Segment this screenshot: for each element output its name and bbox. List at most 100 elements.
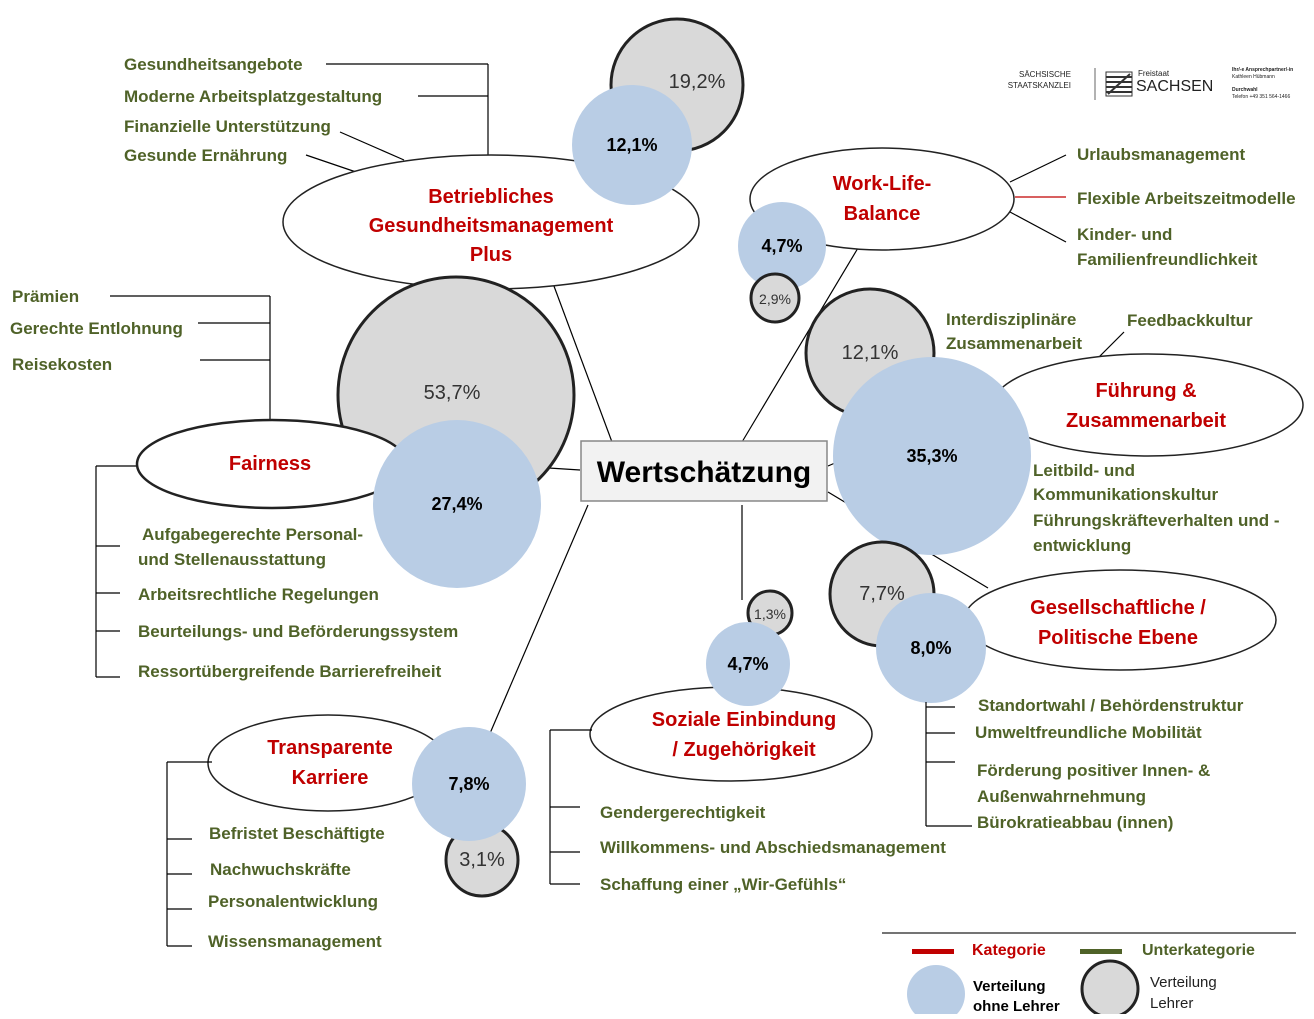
sozial-nonteacher-pct: 4,7% [727,654,768,674]
wlb-nonteacher-circle [738,202,826,290]
bgm-teacher-pct: 19,2% [669,71,726,93]
category-gesell: Gesellschaftliche / Politische Ebene 7,7… [828,540,1277,832]
fuehrung-sub-label: Leitbild- und [1033,461,1135,480]
wlb-sub-label: Familienfreundlichkeit [1077,250,1258,269]
wlb-category-line: Work-Life- [833,173,932,195]
gesell-sub-label: Außenwahrnehmung [977,787,1146,806]
logo-block: SÄCHSISCHE STAATSKANZLEI Freistaat SACHS… [1008,67,1293,100]
sozial-sub-connectors [549,729,592,885]
karriere-nonteacher-pct: 7,8% [448,774,489,794]
bgm-sub-label: Finanzielle Unterstützung [124,117,331,136]
fuehrung-sub-label: Feedbackkultur [1127,311,1253,330]
legend: Kategorie Unterkategorie Verteilung ohne… [882,932,1296,1019]
fuehrung-sub-label: entwicklung [1033,536,1131,555]
fuehrung-sub-label: Kommunikationskultur [1033,485,1219,504]
fuehrung-teacher-pct: 12,1% [842,342,899,364]
logo-text: Telefon +49 351 564-1466 [1232,94,1290,100]
fairness-sub-connectors [95,295,271,678]
fuehrung-category-line: Führung & [1095,380,1196,402]
karriere-teacher-pct: 3,1% [459,849,505,871]
logo-text: Freistaat [1138,69,1170,78]
karriere-sub-label: Befristet Beschäftigte [209,824,385,843]
saxony-coat-of-arms-icon [1105,71,1133,97]
legend-blue-circle [907,965,965,1019]
fairness-sub-label: Prämien [12,287,79,306]
fuehrung-category-line: Zusammenarbeit [1066,410,1226,432]
legend-category-swatch [912,949,954,954]
legend-grey-circle [1080,959,1140,1019]
sozial-category-line: / Zugehörigkeit [672,739,816,761]
karriere-sub-label: Wissensmanagement [208,932,382,951]
gesell-teacher-pct: 7,7% [859,583,905,605]
sozial-nonteacher-circle [706,622,790,706]
wlb-sub-label: Kinder- und [1077,225,1172,244]
fuehrung-nonteacher-circle [833,357,1031,555]
gesell-category-line: Politische Ebene [1038,627,1198,649]
fairness-teacher-pct: 53,7% [424,382,481,404]
wlb-sub-connectors [1009,154,1067,243]
wlb-sub-label: Urlaubsmanagement [1077,145,1245,164]
logo-text: Durchwahl [1232,87,1258,93]
gesell-sub-label: Standortwahl / Behördenstruktur [978,696,1244,715]
logo-text: SÄCHSISCHE [1019,70,1071,79]
karriere-category-line: Transparente [267,737,393,759]
logo-text: SACHSEN [1136,78,1213,95]
gesell-nonteacher-pct: 8,0% [910,638,951,658]
fairness-sub-label: Aufgabegerechte Personal- [142,525,363,544]
legend-grey-label: Lehrer [1150,995,1193,1012]
bgm-category-line: Gesundheitsmanagement [369,215,614,237]
karriere-category-oval [207,714,449,812]
category-karriere: Transparente Karriere 3,1% 7,8% Befriste… [166,714,526,951]
wlb-teacher-pct: 2,9% [759,291,791,307]
fuehrung-nonteacher-pct: 35,3% [906,446,957,466]
category-sozial: 1,3% Soziale Einbindung / Zugehörigkeit … [549,589,946,894]
karriere-sub-label: Personalentwicklung [208,892,378,911]
sozial-sub-label: Gendergerechtigkeit [600,803,766,822]
fairness-sub-label: Ressortübergreifende Barrierefreiheit [138,662,442,681]
wlb-teacher-circle [749,272,801,324]
bgm-category-line: Plus [470,244,512,266]
fairness-sub-label: Reisekosten [12,355,112,374]
legend-blue-label: Verteilung [973,978,1046,995]
fuehrung-sub-label: Führungskräfteverhalten und - [1033,511,1280,530]
gesell-category-line: Gesellschaftliche / [1030,597,1206,619]
wlb-nonteacher-pct: 4,7% [761,236,802,256]
bgm-sub-connectors [305,63,489,173]
gesell-sub-label: Umweltfreundliche Mobilität [975,723,1202,742]
category-fuehrung: Führung & Zusammenarbeit 12,1% Interdisz… [804,287,1304,555]
legend-blue-label: ohne Lehrer [973,998,1060,1014]
legend-grey-label: Verteilung [1150,974,1217,991]
legend-subcategory-label: Unterkategorie [1142,942,1255,959]
gesell-sub-connectors [925,702,972,827]
sozial-sub-label: Willkommens- und Abschiedsmanagement [600,838,946,857]
bgm-nonteacher-pct: 12,1% [606,135,657,155]
karriere-sub-connectors [166,761,212,947]
category-fairness: Prämien Gerechte Entlohnung Reisekosten … [10,275,576,681]
fairness-sub-label: Beurteilungs- und Beförderungssystem [138,622,458,641]
bgm-category-line: Betriebliches [428,186,554,208]
fairness-nonteacher-circle [373,420,541,588]
fuehrung-category-oval [992,353,1304,457]
sozial-teacher-pct: 1,3% [754,606,786,622]
karriere-category-line: Karriere [292,767,369,789]
legend-category-label: Kategorie [972,942,1046,959]
bgm-sub-label: Gesunde Ernährung [124,146,287,165]
logo-text: STAATSKANZLEI [1008,81,1071,90]
center-node: Wertschätzung [580,440,828,502]
fairness-sub-label: und Stellenausstattung [138,550,326,569]
legend-subcategory-swatch [1080,949,1122,954]
fuehrung-sub-label: Zusammenarbeit [946,334,1082,353]
bgm-sub-label: Moderne Arbeitsplatzgestaltung [124,87,382,106]
karriere-nonteacher-circle [412,727,526,841]
fairness-sub-label: Arbeitsrechtliche Regelungen [138,585,379,604]
fairness-sub-label: Gerechte Entlohnung [10,319,183,338]
center-title: Wertschätzung [597,456,811,489]
wlb-sub-label: Flexible Arbeitszeitmodelle [1077,189,1296,208]
gesell-category-oval [963,569,1277,671]
gesell-nonteacher-circle [876,593,986,703]
category-wlb: Urlaubsmanagement Flexible Arbeitszeitmo… [738,145,1296,324]
wlb-category-line: Balance [844,203,921,225]
karriere-sub-label: Nachwuchskräfte [210,860,351,879]
